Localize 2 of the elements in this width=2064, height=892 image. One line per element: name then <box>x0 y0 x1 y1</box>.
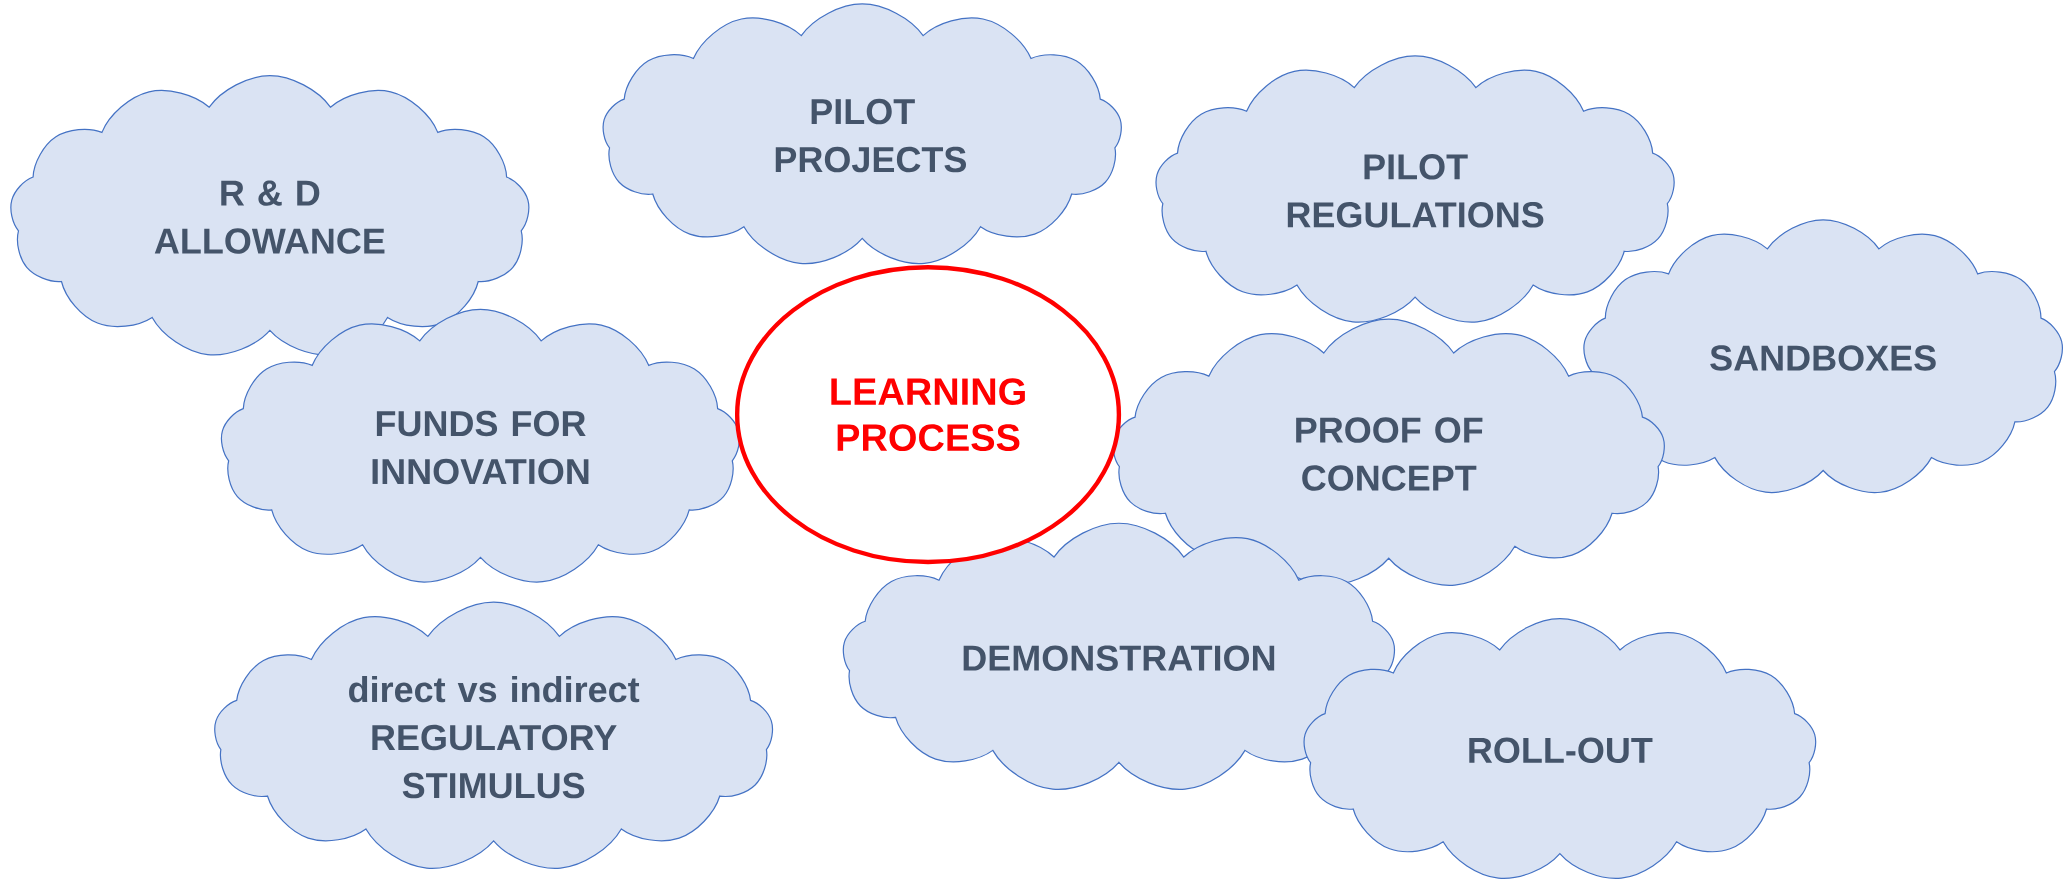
oval: LEARNING PROCESS <box>734 264 1122 565</box>
node-label: SANDBOXES <box>1710 345 1936 371</box>
